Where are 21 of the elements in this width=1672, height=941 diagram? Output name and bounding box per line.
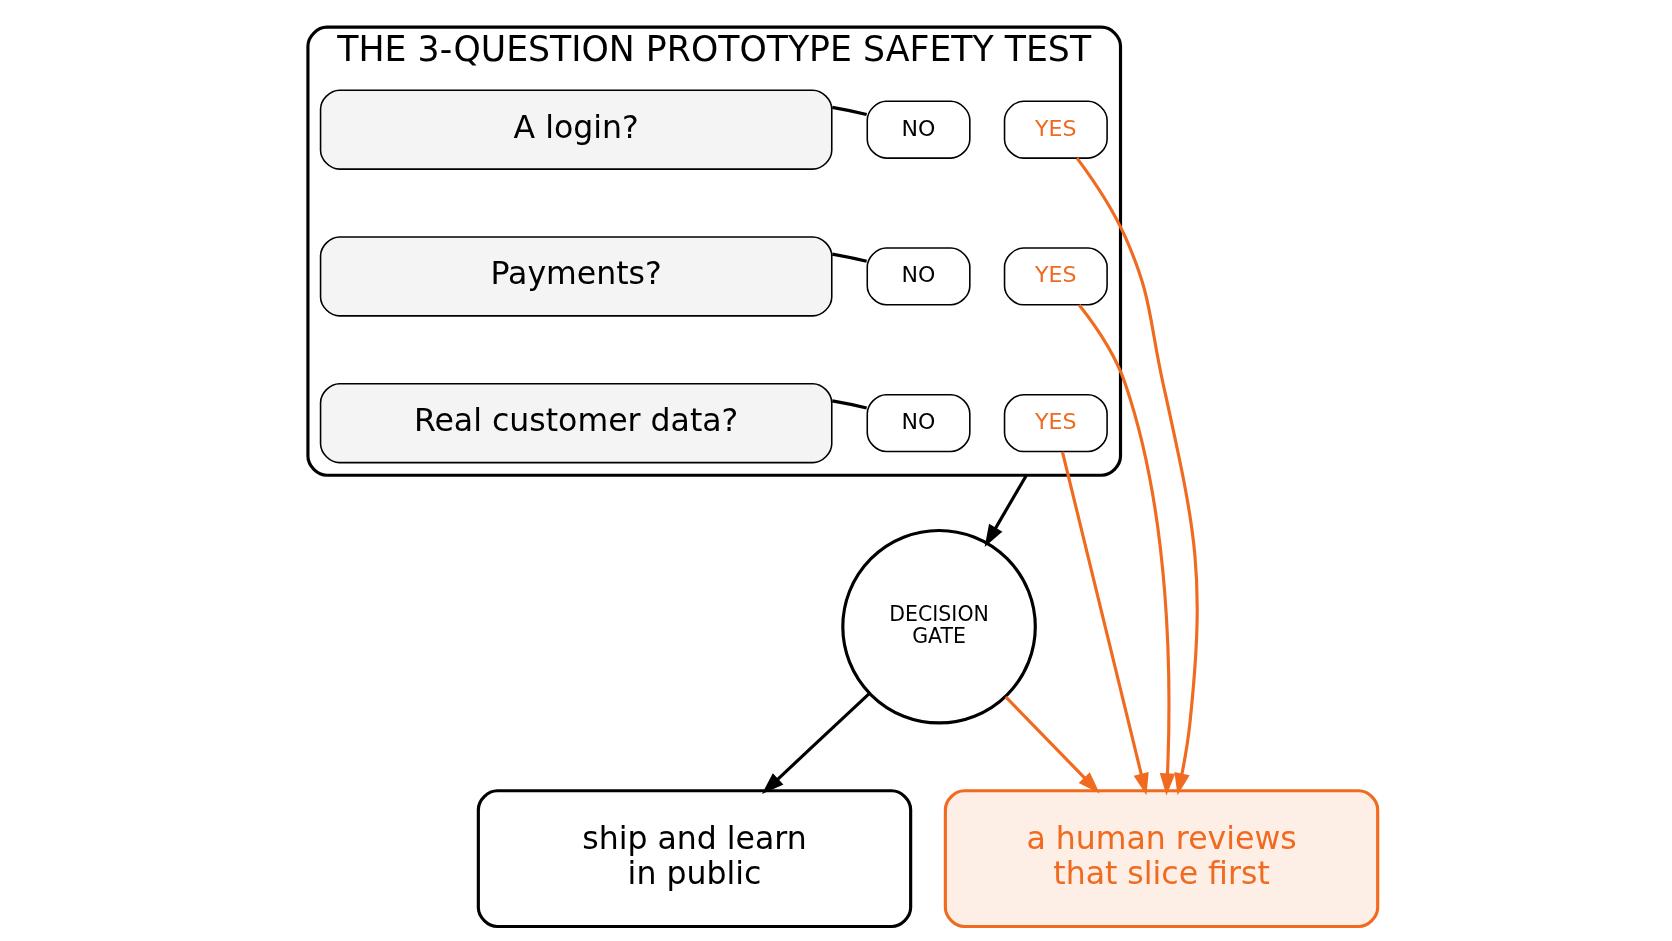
node-box: NO [866, 393, 971, 453]
node-box: A login? [319, 89, 833, 170]
arrow [1060, 451, 1149, 796]
node-circle: DECISION GATE [840, 528, 1037, 725]
node-box: Real customer data? [319, 382, 833, 464]
arrow [984, 474, 1028, 547]
arrow [1075, 157, 1199, 796]
arrow [1077, 304, 1175, 796]
node-box: YES [1003, 100, 1108, 159]
connector [831, 252, 867, 263]
arrow [761, 692, 870, 794]
node-box: YES [1003, 247, 1108, 306]
node-box: a human reviews that slice first [943, 789, 1379, 929]
connector [831, 105, 867, 116]
node-box: NO [866, 247, 971, 306]
node-box: NO [866, 100, 971, 159]
node-box: Payments? [319, 236, 833, 317]
arrow [1004, 695, 1100, 794]
node-box: YES [1003, 393, 1108, 453]
connector [831, 399, 867, 410]
node-box: ship and learn in public [476, 789, 912, 929]
